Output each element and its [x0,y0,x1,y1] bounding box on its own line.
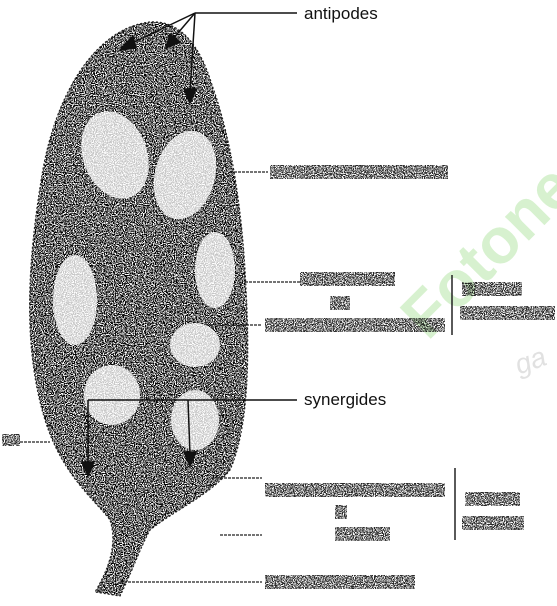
synergides-label: synergides [304,390,386,410]
brackets [452,275,455,540]
antipodes-label: antipodes [304,4,378,24]
